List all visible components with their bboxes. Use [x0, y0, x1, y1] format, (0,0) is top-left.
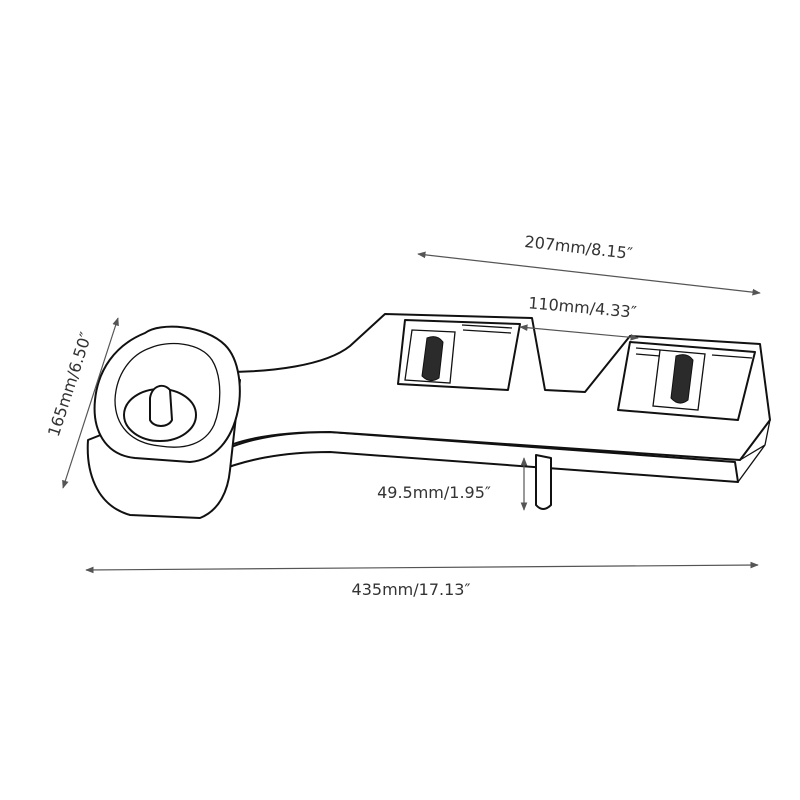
dim-total-length: 435mm/17.13″ — [85, 561, 759, 599]
right-slot-bolt — [670, 354, 694, 404]
dim-nozzle-depth-label: 49.5mm/1.95″ — [377, 483, 491, 502]
arm-end-edge — [737, 419, 771, 483]
dim-rail-span-line — [417, 251, 761, 296]
dim-rail-span-label: 207mm/8.15″ — [524, 232, 634, 263]
left-slot-rail — [461, 324, 513, 334]
dim-nozzle-depth: 49.5mm/1.95″ — [377, 457, 528, 511]
dim-rail-span: 207mm/8.15″ — [417, 232, 761, 296]
right-slot-inner — [652, 349, 706, 411]
knob-dial-icon — [149, 384, 173, 427]
right-slot-rail — [635, 347, 753, 359]
dim-height-label: 165mm/6.50″ — [44, 330, 96, 439]
dim-slot-spacing-line — [519, 324, 639, 341]
left-slot-bolt — [421, 336, 444, 382]
dim-total-length-line — [85, 561, 759, 574]
nozzle-peg — [535, 454, 552, 510]
dim-slot-spacing: 110mm/4.33″ — [519, 293, 639, 341]
bidet-attachment — [86, 313, 771, 519]
left-slot-inner — [404, 329, 456, 384]
dim-height-line — [62, 317, 119, 489]
dim-total-length-label: 435mm/17.13″ — [352, 580, 471, 599]
dim-slot-spacing-label: 110mm/4.33″ — [528, 293, 638, 321]
